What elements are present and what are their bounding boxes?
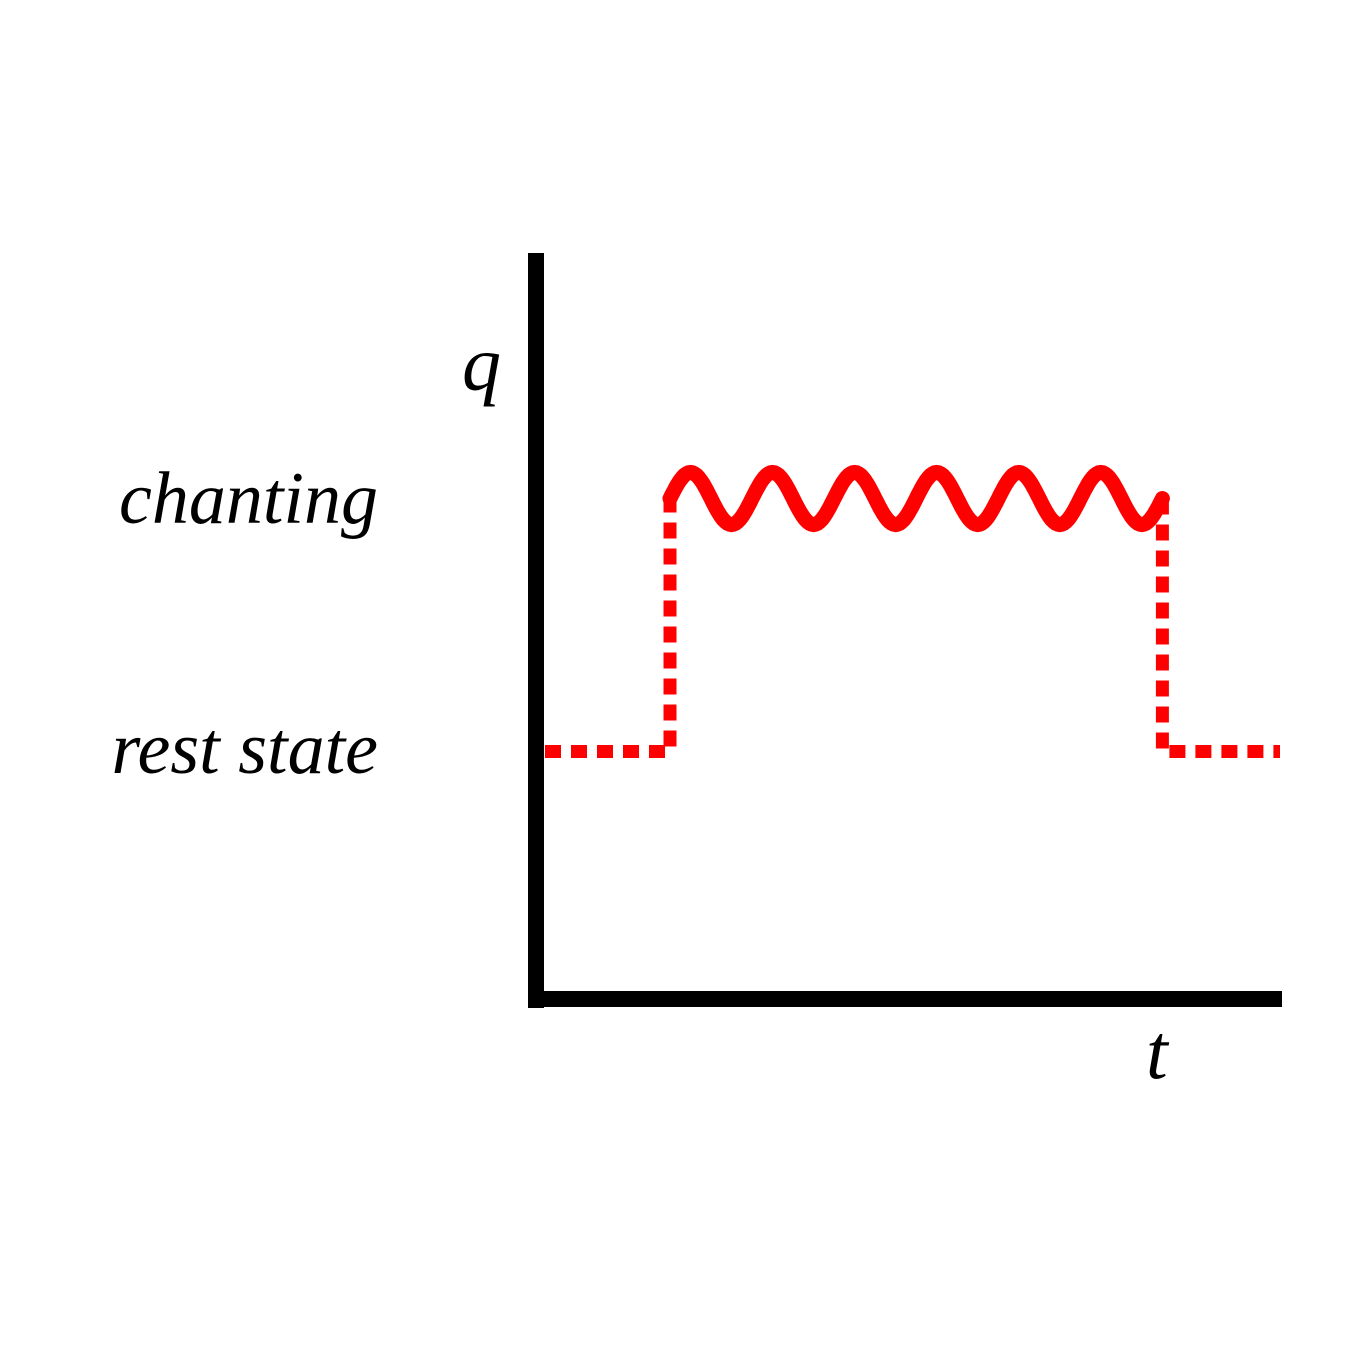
series-dotted-segment-0 [545,498,677,758]
y-axis-label: q [462,320,501,407]
axes [528,253,1282,1008]
series-state [545,464,1280,758]
y-tick-label-rest-state: rest state [111,708,378,790]
series-dotted-segment-2 [1155,498,1280,758]
y-tick-label-chanting: chanting [119,458,378,540]
series-wavy-segment [662,464,1170,533]
x-axis-label: t [1146,1008,1170,1095]
